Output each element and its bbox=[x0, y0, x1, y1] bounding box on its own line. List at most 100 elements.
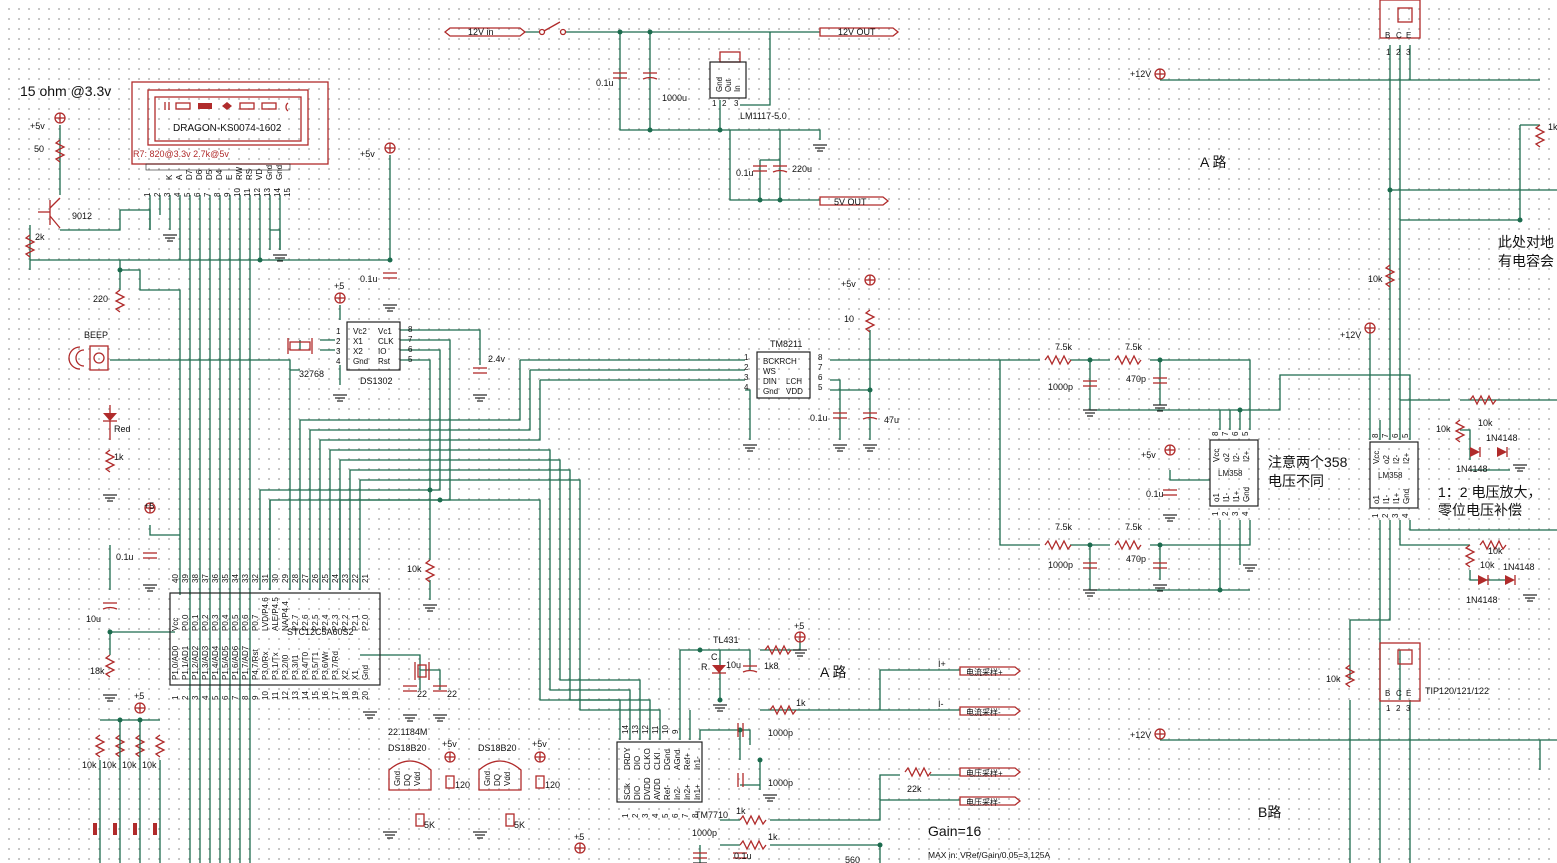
capacitor bbox=[737, 773, 744, 787]
dac-pin-name-left: WS bbox=[763, 367, 776, 376]
net-v-clamp-m: 电压采样- bbox=[966, 797, 1001, 807]
ground-icon bbox=[1162, 514, 1178, 522]
mcu-pin-name-bottom: P3.4/T0 bbox=[301, 651, 310, 680]
resistor-small bbox=[505, 813, 515, 827]
resistor bbox=[1344, 664, 1356, 688]
lcd-pin-num: 1 bbox=[143, 192, 152, 197]
mcu-pin-num-bottom: 5 bbox=[211, 695, 220, 700]
dac-pin-name-left: DIN bbox=[763, 377, 777, 386]
lcd-pin-name: A bbox=[175, 174, 184, 180]
opamp-pin-name-top: I2- bbox=[1392, 454, 1401, 464]
adc-pin-name-top: Ref+ bbox=[683, 753, 692, 770]
cap-note2: 有电容会 bbox=[1498, 253, 1554, 269]
mcu-pin-name-bottom: P3.3/I1 bbox=[291, 654, 300, 680]
ground-icon bbox=[712, 704, 728, 712]
rtc-pin-num-left: 3 bbox=[336, 347, 341, 356]
resistor-value: 1k bbox=[114, 452, 124, 462]
resistor-value: 10k bbox=[1326, 674, 1341, 684]
net-i-clamp-m: 电流采样- bbox=[966, 707, 1001, 717]
lcd-pin-name: RW bbox=[235, 166, 244, 180]
lcd-pin-num: 15 bbox=[283, 188, 292, 197]
mcu-pin-num-top: 34 bbox=[231, 574, 240, 583]
opamp-pin-name-bottom: I1- bbox=[1382, 494, 1391, 504]
lcd-pin-name: Gnd bbox=[265, 165, 274, 180]
net-12v-in: 12V in bbox=[468, 27, 494, 37]
mcu-pin-num-top: 24 bbox=[331, 574, 340, 583]
capacitor bbox=[733, 852, 747, 859]
rtc-pin-name-left: Gnd bbox=[353, 357, 368, 366]
mcu-pin-name-top: P0.6 bbox=[241, 614, 250, 631]
a-road-bottom: A 路 bbox=[820, 664, 846, 680]
dac-pin-num-right: 5 bbox=[818, 383, 823, 392]
opamp-pin-num-top: 5 bbox=[1241, 431, 1250, 436]
adc-pin-name-top: AGnd bbox=[673, 750, 682, 770]
opamp-name: LM358 bbox=[1378, 471, 1403, 480]
adc-pin-num-top: 9 bbox=[671, 729, 680, 734]
ground-icon bbox=[362, 711, 378, 719]
dac-pin-num-left: 1 bbox=[744, 353, 749, 362]
resistor-small bbox=[535, 775, 545, 789]
tl431-label: TL431 bbox=[713, 635, 739, 645]
mcu-pin-num-top: 28 bbox=[291, 574, 300, 583]
ground-icon bbox=[792, 649, 808, 657]
adc-pin-name-top: DGnd bbox=[663, 749, 672, 770]
mcu-pin-num-bottom: 17 bbox=[331, 691, 340, 700]
mcu-chip: STC12C5A60S2 40Vcc39P0.038P0.137P0.236P0… bbox=[169, 574, 381, 700]
opamp-pin-name-top: o2 bbox=[1222, 453, 1231, 462]
capacitor-value: 1000p bbox=[692, 828, 717, 838]
mcu-pin-num-bottom: 4 bbox=[201, 695, 210, 700]
rtc-pin-name-right: Rst bbox=[378, 357, 391, 366]
mcu-pin-name-top: P0.5 bbox=[231, 614, 240, 631]
opamp-pin-name-top: I2- bbox=[1232, 452, 1241, 462]
dac-pin-num-right: 8 bbox=[818, 353, 823, 362]
capacitor-value: 1000p bbox=[768, 728, 793, 738]
junctions bbox=[107, 29, 1523, 848]
ground-icon bbox=[762, 794, 778, 802]
mcu-pin-num-bottom: 2 bbox=[181, 695, 190, 700]
resistor-value: 10k bbox=[82, 760, 97, 770]
rtc-pin-name-right: Vc1 bbox=[378, 327, 392, 336]
ground-icon bbox=[1082, 409, 1098, 417]
mcu-pin-name-bottom: P1.0/AD0 bbox=[171, 645, 180, 680]
mcu-pin-name-top: ALE/P4.5 bbox=[271, 597, 280, 631]
rtc-pin-num-right: 7 bbox=[408, 335, 413, 344]
grounds bbox=[102, 144, 1538, 863]
regulator-name: LM1117-5.0 bbox=[740, 111, 787, 121]
mcu-pin-name-bottom: P1.4/AD4 bbox=[211, 645, 220, 680]
net-v-clamp-p: 电压采样+ bbox=[966, 768, 1003, 778]
mcu-pin-name-bottom: P3.0/Rx bbox=[261, 652, 270, 680]
adc-pin-name-bottom: DIO bbox=[633, 786, 642, 800]
regulator: Gnd Out In 1 2 3 LM1117-5.0 bbox=[709, 51, 787, 121]
lcd-pin-num: 6 bbox=[193, 192, 202, 197]
power-net-label: +5 bbox=[144, 501, 154, 511]
lcd-pin-name: VD bbox=[255, 169, 264, 180]
lcd-pin-num: 7 bbox=[203, 192, 212, 197]
net-i-plus: I+ bbox=[938, 659, 946, 669]
adc-pin-num-bottom: 1 bbox=[621, 813, 630, 818]
resistor-value: 1k bbox=[768, 832, 778, 842]
adc-pin-name-top: CLKI bbox=[653, 752, 662, 770]
adc-pin-name-top: DIO bbox=[633, 756, 642, 770]
adc-name: TM7710 bbox=[695, 810, 728, 820]
resistor-value: 22k bbox=[907, 784, 922, 794]
mcu-pin-num-bottom: 15 bbox=[311, 691, 320, 700]
lcd-module: DRAGON-KS0074-1602 R7: 820@3.3v 2.7k@5v … bbox=[131, 81, 329, 197]
opamp-pin-num-bottom: 1 bbox=[1211, 511, 1220, 516]
tip-pin-3: 3 bbox=[1406, 704, 1411, 713]
svg-text:Gnd: Gnd bbox=[393, 771, 402, 786]
resistor bbox=[1464, 544, 1476, 568]
capacitor bbox=[737, 723, 744, 737]
beep-label: BEEP bbox=[84, 330, 108, 340]
resistor-value: 18k bbox=[90, 666, 105, 676]
lcd-pin-num: 5 bbox=[183, 192, 192, 197]
capacitor-value: 470p bbox=[1126, 374, 1146, 384]
resistor-value: 10k bbox=[142, 760, 157, 770]
resistor bbox=[764, 644, 792, 656]
power-net-label: +5 bbox=[574, 832, 584, 842]
svg-text:E: E bbox=[1406, 31, 1411, 40]
resistor-small-value: 120 bbox=[545, 780, 560, 790]
ground-icon bbox=[142, 584, 158, 592]
capacitor-value: 10u bbox=[86, 614, 101, 624]
